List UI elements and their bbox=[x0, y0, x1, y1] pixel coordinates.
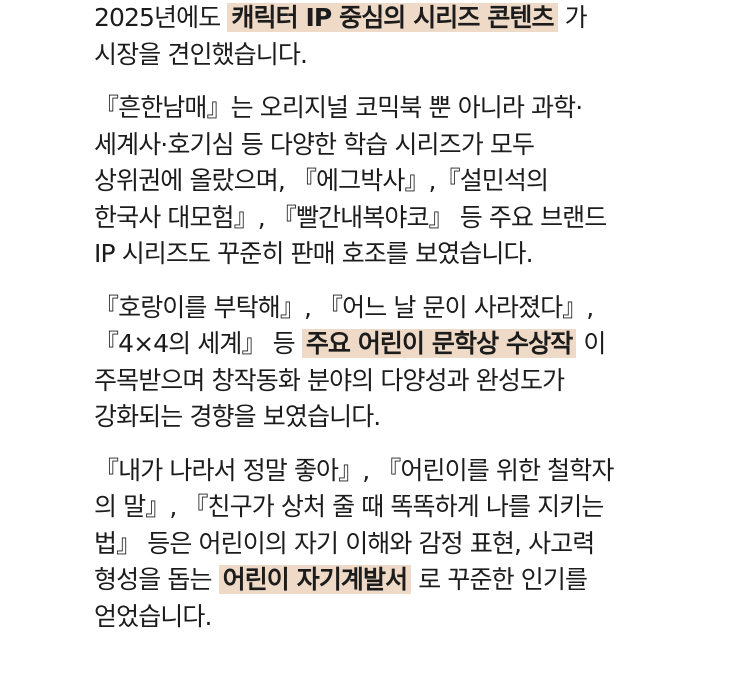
article-body: 2025년에도 캐릭터 IP 중심의 시리즈 콘텐츠 가 시장을 견인했습니다.… bbox=[94, 0, 674, 635]
text-line: IP 시리즈도 꾸준히 판매 호조를 보였습니다. bbox=[94, 239, 534, 268]
text-segment: 『4×4의 세계』 등 bbox=[94, 329, 302, 358]
text-segment: 2025년에도 bbox=[94, 3, 228, 32]
paragraph-character-ip: 2025년에도 캐릭터 IP 중심의 시리즈 콘텐츠 가 시장을 견인했습니다. bbox=[94, 0, 674, 73]
text-segment: 형성을 돕는 bbox=[94, 565, 219, 594]
text-line: 상위권에 올랐으며, 『에그박사』,『설민석의 bbox=[94, 166, 549, 195]
text-line: 『4×4의 세계』 등 주요 어린이 문학상 수상작 이 bbox=[94, 326, 674, 363]
paragraph-award-winners: 『호랑이를 부탁해』, 『어느 날 문이 사라졌다』, 『4×4의 세계』 등 … bbox=[94, 290, 674, 436]
highlighted-keyword: 어린이 자기계발서 bbox=[218, 565, 412, 594]
text-line: 『호랑이를 부탁해』, 『어느 날 문이 사라졌다』, bbox=[94, 292, 594, 322]
paragraph-self-help: 『내가 나라서 정말 좋아』, 『어린이를 위한 철학자 의 말』, 『친구가 … bbox=[94, 453, 674, 636]
text-line: 형성을 돕는 어린이 자기계발서 로 꾸준한 인기를 bbox=[94, 562, 674, 599]
text-segment: 로 꾸준한 인기를 bbox=[411, 565, 588, 594]
text-line: 시장을 견인했습니다. bbox=[94, 39, 308, 69]
text-line: 『흔한남매』는 오리지널 코믹북 뿐 아니라 과학· bbox=[94, 93, 583, 122]
highlighted-keyword: 캐릭터 IP 중심의 시리즈 콘텐츠 bbox=[227, 3, 558, 32]
text-line: 2025년에도 캐릭터 IP 중심의 시리즈 콘텐츠 가 bbox=[94, 0, 674, 37]
text-segment: 이 bbox=[576, 329, 606, 358]
text-line: 세계사·호기심 등 다양한 학습 시리즈가 모두 bbox=[94, 129, 535, 159]
text-line: 법』 등은 어린이의 자기 이해와 감정 표현, 사고력 bbox=[94, 528, 595, 558]
text-line: 한국사 대모험』, 『빨간내복야코』 등 주요 브랜드 bbox=[94, 202, 607, 232]
text-line: 주목받으며 창작동화 분야의 다양성과 완성도가 bbox=[94, 365, 565, 395]
text-line: 의 말』, 『친구가 상처 줄 때 똑똑하게 나를 지키는 bbox=[94, 492, 604, 521]
text-segment: 가 bbox=[557, 3, 588, 32]
text-line: 얻었습니다. bbox=[94, 601, 212, 631]
text-line: 『내가 나라서 정말 좋아』, 『어린이를 위한 철학자 bbox=[94, 455, 614, 485]
text-line: 강화되는 경향을 보였습니다. bbox=[94, 402, 381, 431]
highlighted-keyword: 주요 어린이 문학상 수상작 bbox=[301, 329, 577, 358]
paragraph-learning-series: 『흔한남매』는 오리지널 코믹북 뿐 아니라 과학· 세계사·호기심 등 다양한… bbox=[94, 90, 674, 273]
